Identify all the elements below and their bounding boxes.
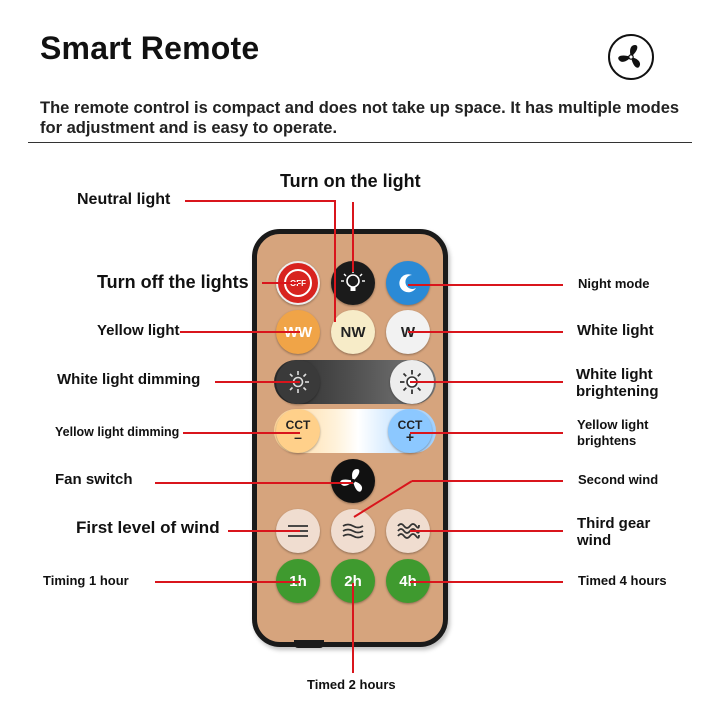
fan-switch-button[interactable] (331, 459, 375, 503)
label-first-level-wind: First level of wind (76, 518, 220, 537)
label-white-brightening-line1: White light (576, 366, 653, 383)
dim-sun-icon (287, 371, 309, 393)
label-fan-switch: Fan switch (55, 471, 133, 488)
callout-line-neutral-h (185, 200, 335, 202)
off-button[interactable]: OFF (276, 261, 320, 305)
bright-sun-icon (400, 370, 424, 394)
nw-button[interactable]: NW (331, 310, 375, 354)
callout-line-second-wind-diag (353, 480, 413, 518)
header-divider (28, 142, 692, 143)
callout-line-yellow (180, 331, 300, 333)
cct-plus-sign: + (405, 429, 415, 445)
cct-minus-button[interactable]: CCT– (276, 409, 320, 453)
label-night-mode: Night mode (578, 276, 650, 291)
label-second-wind: Second wind (578, 472, 659, 487)
label-yellow-light-brightens: Yellow light brightens (577, 417, 649, 449)
off-label: OFF (290, 278, 306, 288)
callout-line-white (408, 331, 563, 333)
nw-label: NW (340, 323, 366, 341)
cct-minus-sign: – (294, 429, 302, 445)
fan-logo-icon (608, 34, 654, 80)
label-neutral-light: Neutral light (77, 191, 171, 208)
wind-level-3-button[interactable] (386, 509, 430, 553)
label-yellow-light-dimming: Yellow light dimming (55, 425, 180, 439)
callout-line-timing-1h (155, 581, 300, 583)
callout-line-timed-2h (352, 583, 354, 673)
label-turn-on-light: Turn on the light (280, 171, 421, 191)
cct-plus-button[interactable]: CCT+ (388, 409, 432, 453)
callout-line-first-wind (228, 530, 300, 532)
label-timing-1-hour: Timing 1 hour (43, 573, 129, 588)
remote-battery-tab (294, 640, 324, 648)
label-turn-off-lights: Turn off the lights (97, 272, 249, 292)
callout-line-turn-on (352, 202, 354, 272)
callout-line-neutral-v (334, 200, 336, 322)
page-title: Smart Remote (40, 30, 260, 66)
wind-level-2-icon (342, 523, 364, 539)
callout-line-night (408, 284, 563, 286)
cct-plus-label: CCT (397, 418, 423, 432)
moon-star-icon (399, 274, 416, 293)
timer-2h-label: 2h (344, 572, 362, 590)
callout-line-turn-off (262, 282, 298, 284)
label-white-brightening-line2: brightening (576, 383, 659, 400)
label-timed-2-hours: Timed 2 hours (307, 677, 396, 692)
callout-line-white-brightening (410, 381, 563, 383)
label-third-gear-line2: wind (577, 532, 612, 549)
w-label: W (401, 324, 415, 341)
timer-4h-label: 4h (399, 572, 417, 590)
callout-line-white-dimming (215, 381, 300, 383)
night-mode-button[interactable] (386, 261, 430, 305)
label-yellow-light: Yellow light (97, 322, 180, 339)
label-yellow-brightens-line1: Yellow light (577, 417, 649, 432)
callout-line-timed-4h (410, 581, 563, 583)
callout-line-fan-switch (155, 482, 353, 484)
callout-line-third-gear (410, 530, 563, 532)
callout-line-second-wind-h (412, 480, 563, 482)
light-bulb-icon (341, 270, 365, 291)
label-yellow-brightens-line2: brightens (577, 433, 637, 448)
label-timed-4-hours: Timed 4 hours (578, 573, 667, 588)
wind-level-2-button[interactable] (331, 509, 375, 553)
cct-minus-label: CCT (285, 418, 311, 432)
label-third-gear-line1: Third gear (577, 515, 651, 532)
label-white-light-brightening: White light brightening (576, 366, 659, 400)
callout-line-yellow-brightens (410, 432, 563, 434)
callout-line-yellow-dimming (183, 432, 300, 434)
label-third-gear-wind: Third gear wind (577, 515, 650, 549)
label-white-light-dimming: White light dimming (57, 371, 201, 388)
page-description: The remote control is compact and does n… (40, 99, 680, 137)
label-white-light: White light (577, 322, 654, 339)
